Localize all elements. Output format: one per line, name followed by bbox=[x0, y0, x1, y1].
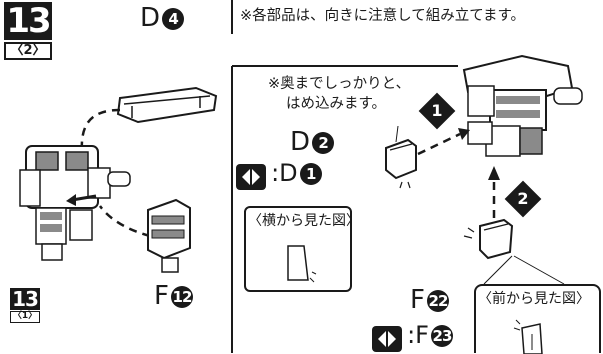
front-view-title: 〈前から見た図〉 bbox=[478, 291, 590, 307]
part-f12-drawing bbox=[147, 198, 191, 273]
top-note: ※各部品は、向きに注意して組み立てます。 bbox=[240, 8, 526, 24]
step-sub-number: 〈2〉 bbox=[4, 42, 52, 60]
callout-2: 2 bbox=[504, 180, 542, 218]
reference-step-sub-number: 〈1〉 bbox=[10, 311, 40, 323]
dashed-guide-line bbox=[80, 108, 121, 153]
step-number: 13 bbox=[4, 2, 52, 40]
front-view-drawing bbox=[513, 319, 543, 354]
reference-step-number: 13 bbox=[10, 288, 40, 310]
alternate-part-symbol-icon bbox=[236, 163, 266, 190]
body-assembly-drawing bbox=[19, 145, 131, 261]
part-d2-drawing bbox=[385, 138, 417, 180]
part-f22-drawing bbox=[479, 218, 514, 260]
right-assembly-drawing bbox=[385, 54, 583, 260]
main-part-drawing bbox=[462, 54, 583, 157]
side-view-drawing bbox=[287, 245, 317, 283]
insert-note-line-1: ※奥までしっかりと、 bbox=[268, 76, 411, 92]
insert-note-line-2: はめ込みます。 bbox=[286, 96, 387, 112]
front-view-leader bbox=[483, 255, 565, 285]
side-view-inset: 〈横から見た図〉 bbox=[244, 206, 360, 292]
front-view-inset: 〈前から見た図〉 bbox=[474, 284, 601, 354]
side-view-title: 〈横から見た図〉 bbox=[248, 213, 360, 229]
left-assembly-drawing bbox=[19, 86, 218, 273]
callout-1: 1 bbox=[418, 92, 456, 130]
alternate-part-symbol-icon bbox=[372, 325, 402, 352]
part-d4-drawing bbox=[116, 86, 218, 124]
